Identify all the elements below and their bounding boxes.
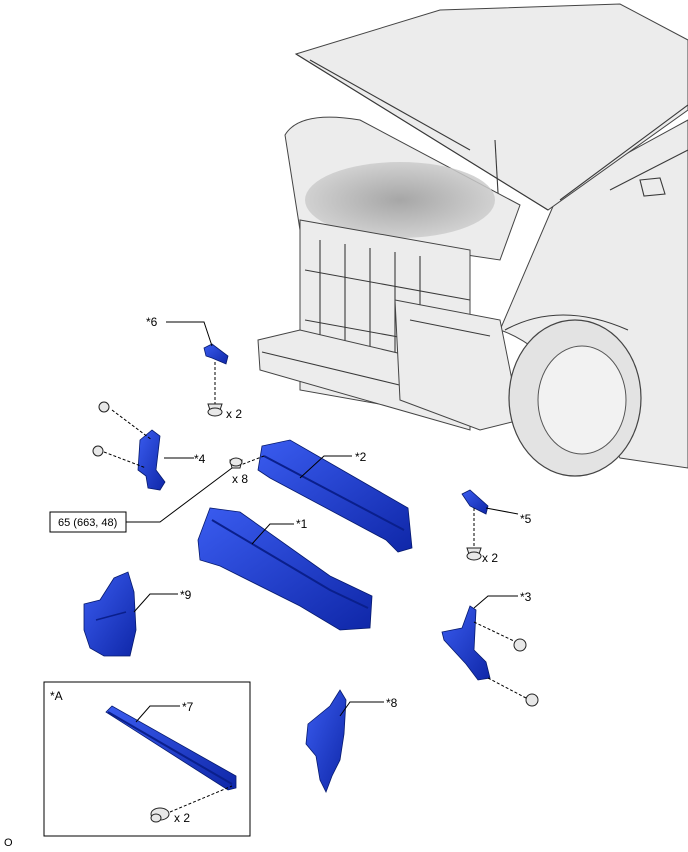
part-5-bracket — [461, 489, 489, 561]
quantity-2: x 8 — [232, 472, 248, 486]
quantity-6: x 2 — [226, 407, 242, 421]
bolt-icon — [229, 457, 243, 469]
corner-mark: O — [4, 837, 13, 849]
part-1-reinforcement — [197, 507, 373, 631]
quantity-5: x 2 — [482, 551, 498, 565]
callout-7: *7 — [182, 700, 194, 714]
torque-spec-box: 65 (663, 48) — [49, 511, 127, 533]
leader-lines — [126, 321, 519, 723]
part-9-bracket — [83, 571, 137, 657]
inset-label: *A — [50, 689, 63, 703]
clip-icon — [150, 807, 170, 823]
part-3-bracket — [441, 605, 539, 707]
front-wheel — [504, 314, 642, 477]
bolt-icon — [92, 401, 110, 457]
callout-1: *1 — [296, 517, 308, 531]
callout-4: *4 — [194, 452, 206, 466]
inset-a — [43, 681, 251, 837]
part-8-bracket — [305, 689, 347, 793]
part-6-bracket — [203, 343, 229, 417]
callout-8: *8 — [386, 696, 398, 710]
part-2-reinforcement — [229, 439, 413, 553]
callout-3: *3 — [520, 590, 532, 604]
callout-5: *5 — [520, 512, 532, 526]
quantity-7: x 2 — [174, 811, 190, 825]
part-4-bracket — [92, 401, 166, 491]
engine-area — [305, 162, 495, 238]
callout-2: *2 — [355, 450, 367, 464]
callout-9: *9 — [180, 588, 192, 602]
callout-6: *6 — [146, 315, 158, 329]
torque-spec: 65 (663, 48) — [58, 517, 117, 529]
bolt-icon — [513, 638, 539, 707]
vehicle-illustration — [257, 3, 688, 477]
